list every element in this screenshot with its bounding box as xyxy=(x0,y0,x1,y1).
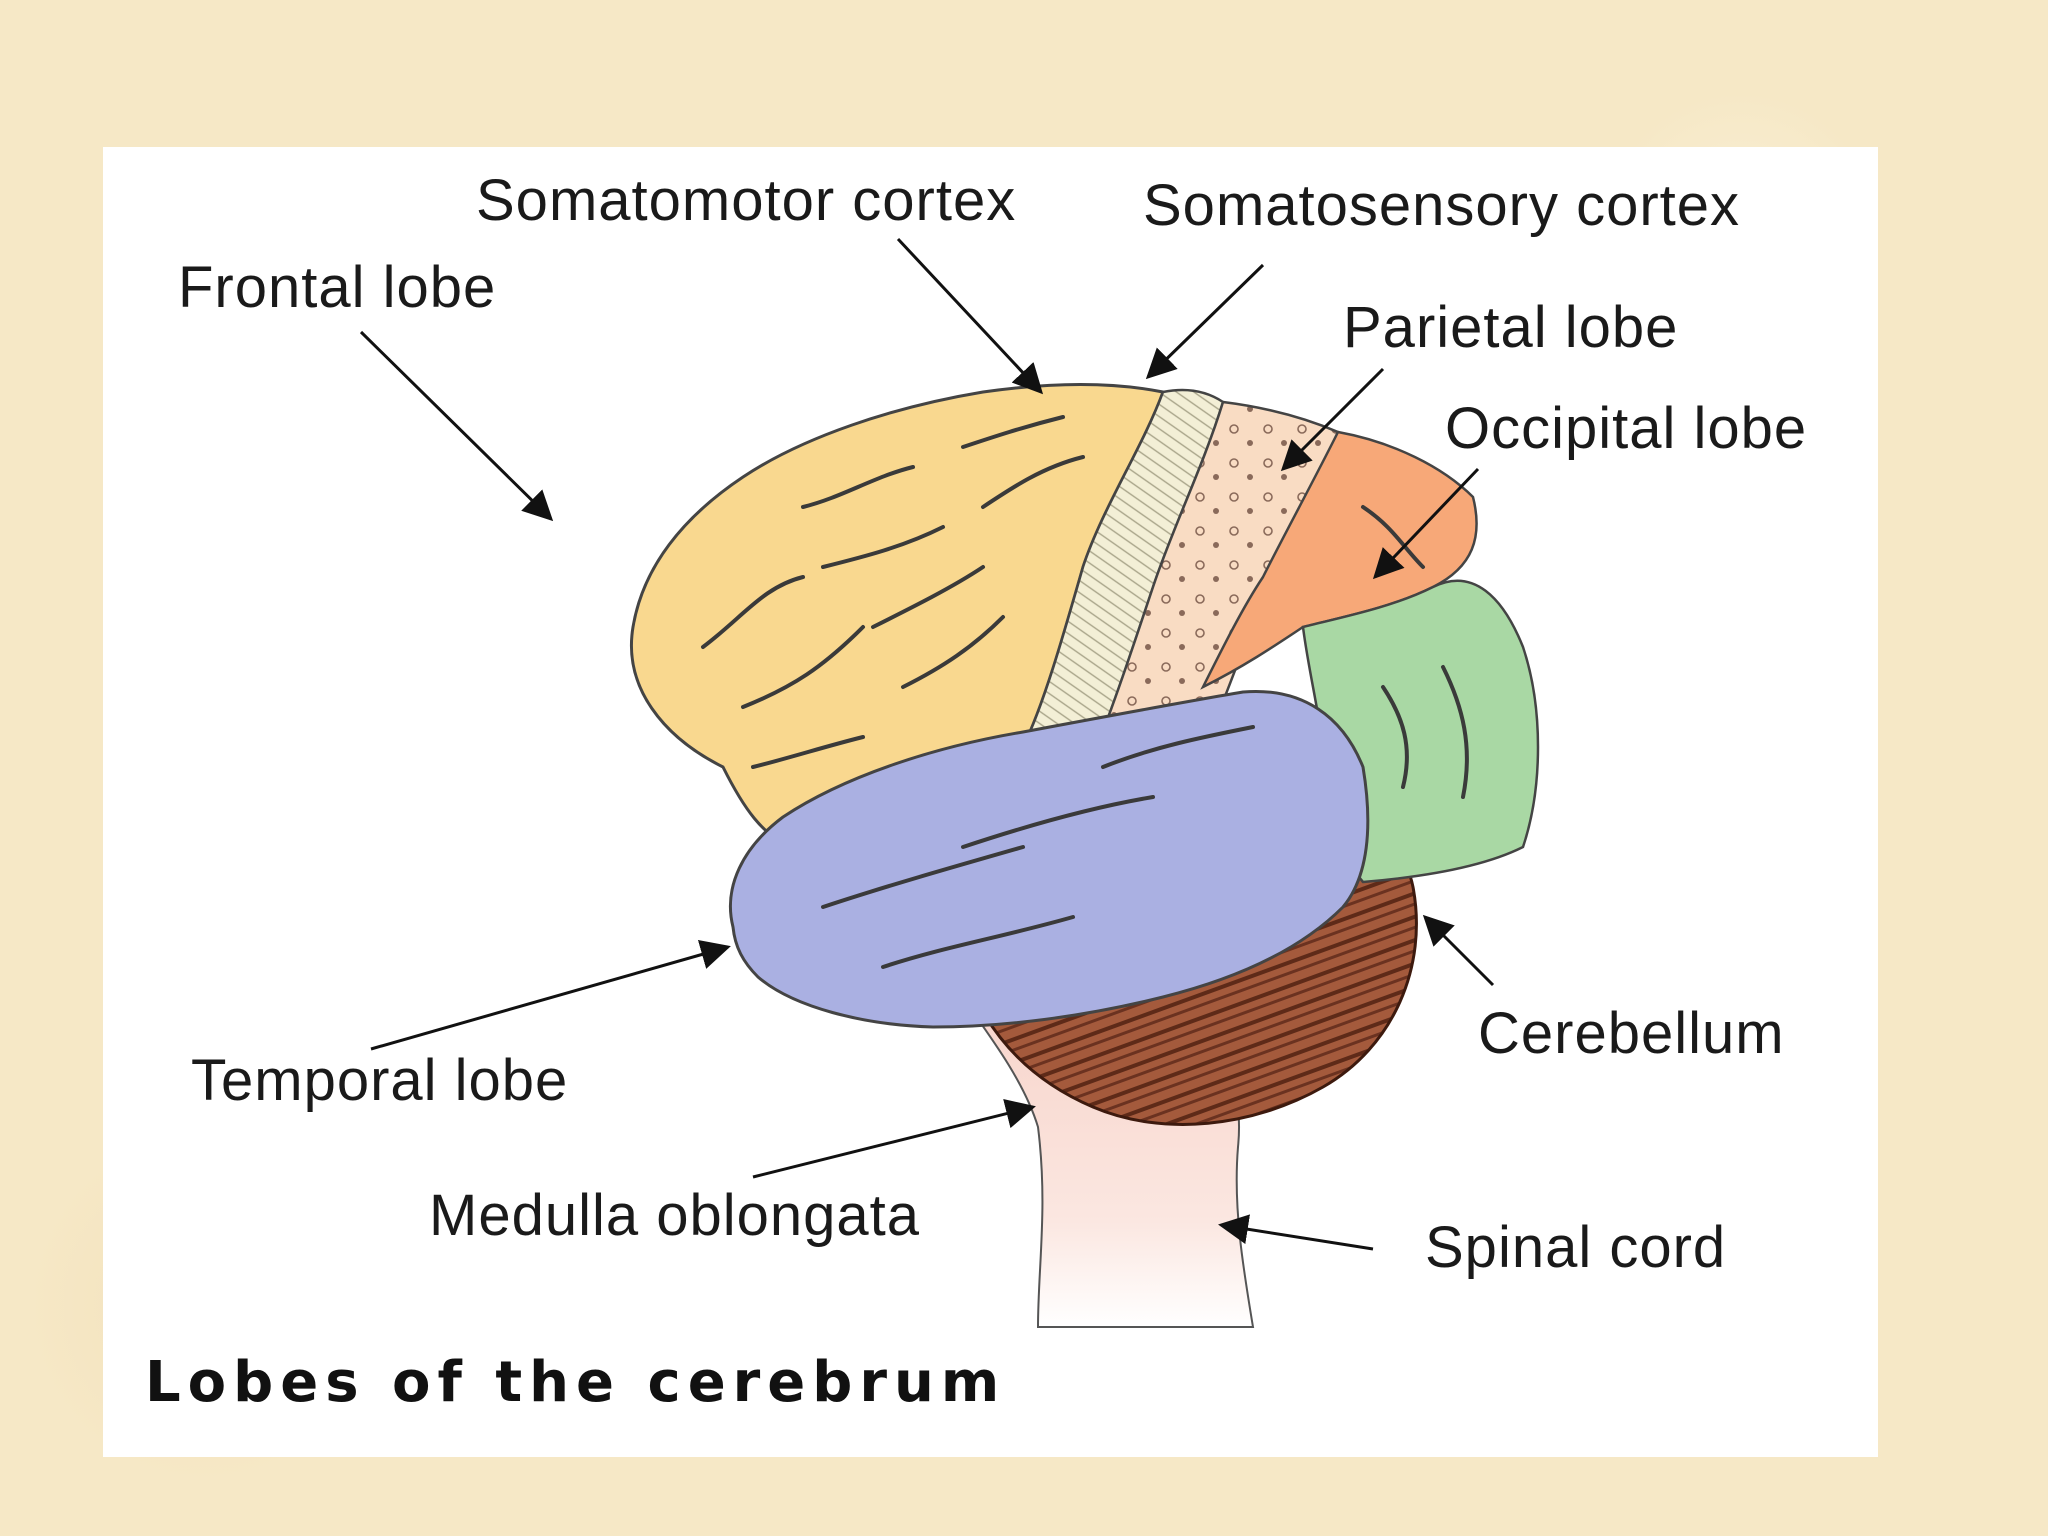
label-temporal-lobe: Temporal lobe xyxy=(191,1048,569,1113)
diagram-panel: Somatomotor cortex Somatosensory cortex … xyxy=(103,147,1878,1457)
brain-illustration xyxy=(359,237,1540,1328)
arrow-somatomotor xyxy=(896,237,1044,395)
temporal-lobe-shape xyxy=(728,689,1370,1029)
diagram-title: Lobes of the cerebrum xyxy=(145,1350,1007,1415)
label-frontal-lobe: Frontal lobe xyxy=(178,255,497,320)
leader-arrows xyxy=(359,237,1495,1251)
label-medulla-oblongata: Medulla oblongata xyxy=(429,1183,921,1248)
arrow-cerebellum xyxy=(1422,914,1495,987)
arrow-medulla xyxy=(752,1098,1036,1179)
label-somatosensory-cortex: Somatosensory cortex xyxy=(1143,173,1741,238)
label-cerebellum: Cerebellum xyxy=(1478,1001,1785,1066)
arrow-parietal xyxy=(1280,367,1385,472)
label-somatomotor-cortex: Somatomotor cortex xyxy=(476,168,1017,233)
label-spinal-cord: Spinal cord xyxy=(1425,1215,1727,1280)
arrow-temporal xyxy=(370,939,731,1051)
label-parietal-lobe: Parietal lobe xyxy=(1343,295,1679,360)
arrow-somatosensory xyxy=(1145,263,1265,380)
arrow-occipital xyxy=(1372,467,1480,580)
arrow-spinal xyxy=(1218,1214,1374,1251)
arrow-frontal xyxy=(359,330,554,522)
sulci-lines xyxy=(701,415,1469,969)
label-occipital-lobe: Occipital lobe xyxy=(1445,396,1808,461)
